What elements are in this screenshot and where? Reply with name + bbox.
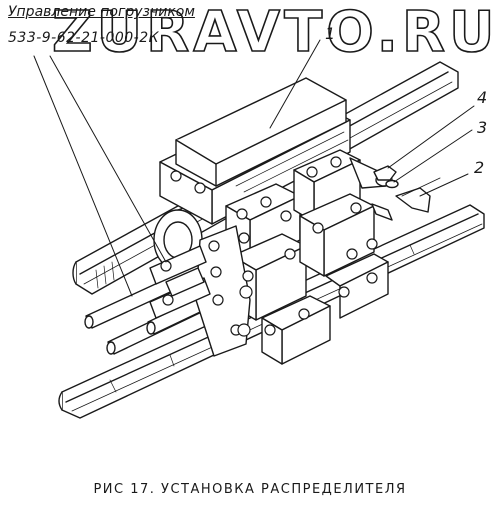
- header-line-1: Управление погрузчиком: [8, 4, 195, 20]
- mounting-bolts: [161, 157, 377, 336]
- watermark: ZURAVTO.RU: [51, 0, 499, 66]
- figure-caption: РИС 17. УСТАНОВКА РАСПРЕДЕЛИТЕЛЯ: [93, 482, 407, 497]
- callout-3: 3: [477, 118, 488, 137]
- callout-1: 1: [325, 24, 336, 43]
- header-line-2: 533-9-62-21-000-2К: [8, 30, 160, 46]
- callout-2: 2: [474, 158, 485, 177]
- washer-part-3: [386, 181, 398, 188]
- bolt-part-2: [396, 178, 440, 212]
- leader-lines: [34, 40, 474, 296]
- nut-part-4: [374, 166, 396, 180]
- linkage-bracket: [150, 226, 250, 356]
- callout-4: 4: [477, 88, 488, 107]
- valve-sections: [226, 150, 388, 364]
